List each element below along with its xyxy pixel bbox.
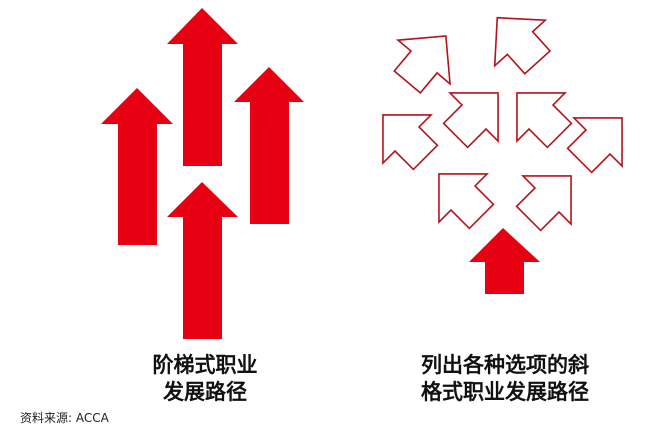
solid-arrow-base bbox=[469, 228, 540, 294]
left-caption: 阶梯式职业 发展路径 bbox=[105, 352, 305, 406]
right-caption: 列出各种选项的斜 格式职业发展路径 bbox=[395, 352, 615, 406]
solid-arrow-up bbox=[101, 88, 173, 245]
right-caption-line2: 格式职业发展路径 bbox=[421, 380, 589, 404]
solid-arrow-up bbox=[167, 8, 238, 166]
right-caption-line1: 列出各种选项的斜 bbox=[421, 353, 589, 377]
outline-arrow bbox=[515, 175, 572, 232]
outline-arrow bbox=[393, 35, 452, 94]
left-caption-line2: 发展路径 bbox=[163, 380, 247, 404]
solid-arrow-up bbox=[167, 182, 238, 339]
source-note: 资料来源: ACCA bbox=[20, 411, 109, 425]
ladder-career-arrows bbox=[101, 8, 304, 339]
outline-arrow bbox=[493, 16, 552, 75]
outline-arrow bbox=[566, 117, 623, 174]
lattice-career-arrows bbox=[382, 16, 623, 232]
outline-arrow bbox=[516, 92, 573, 149]
outline-arrow bbox=[382, 114, 439, 171]
solid-arrow-up bbox=[234, 67, 304, 224]
outline-arrow bbox=[438, 173, 495, 230]
left-caption-line1: 阶梯式职业 bbox=[152, 353, 258, 377]
outline-arrow bbox=[442, 92, 499, 149]
